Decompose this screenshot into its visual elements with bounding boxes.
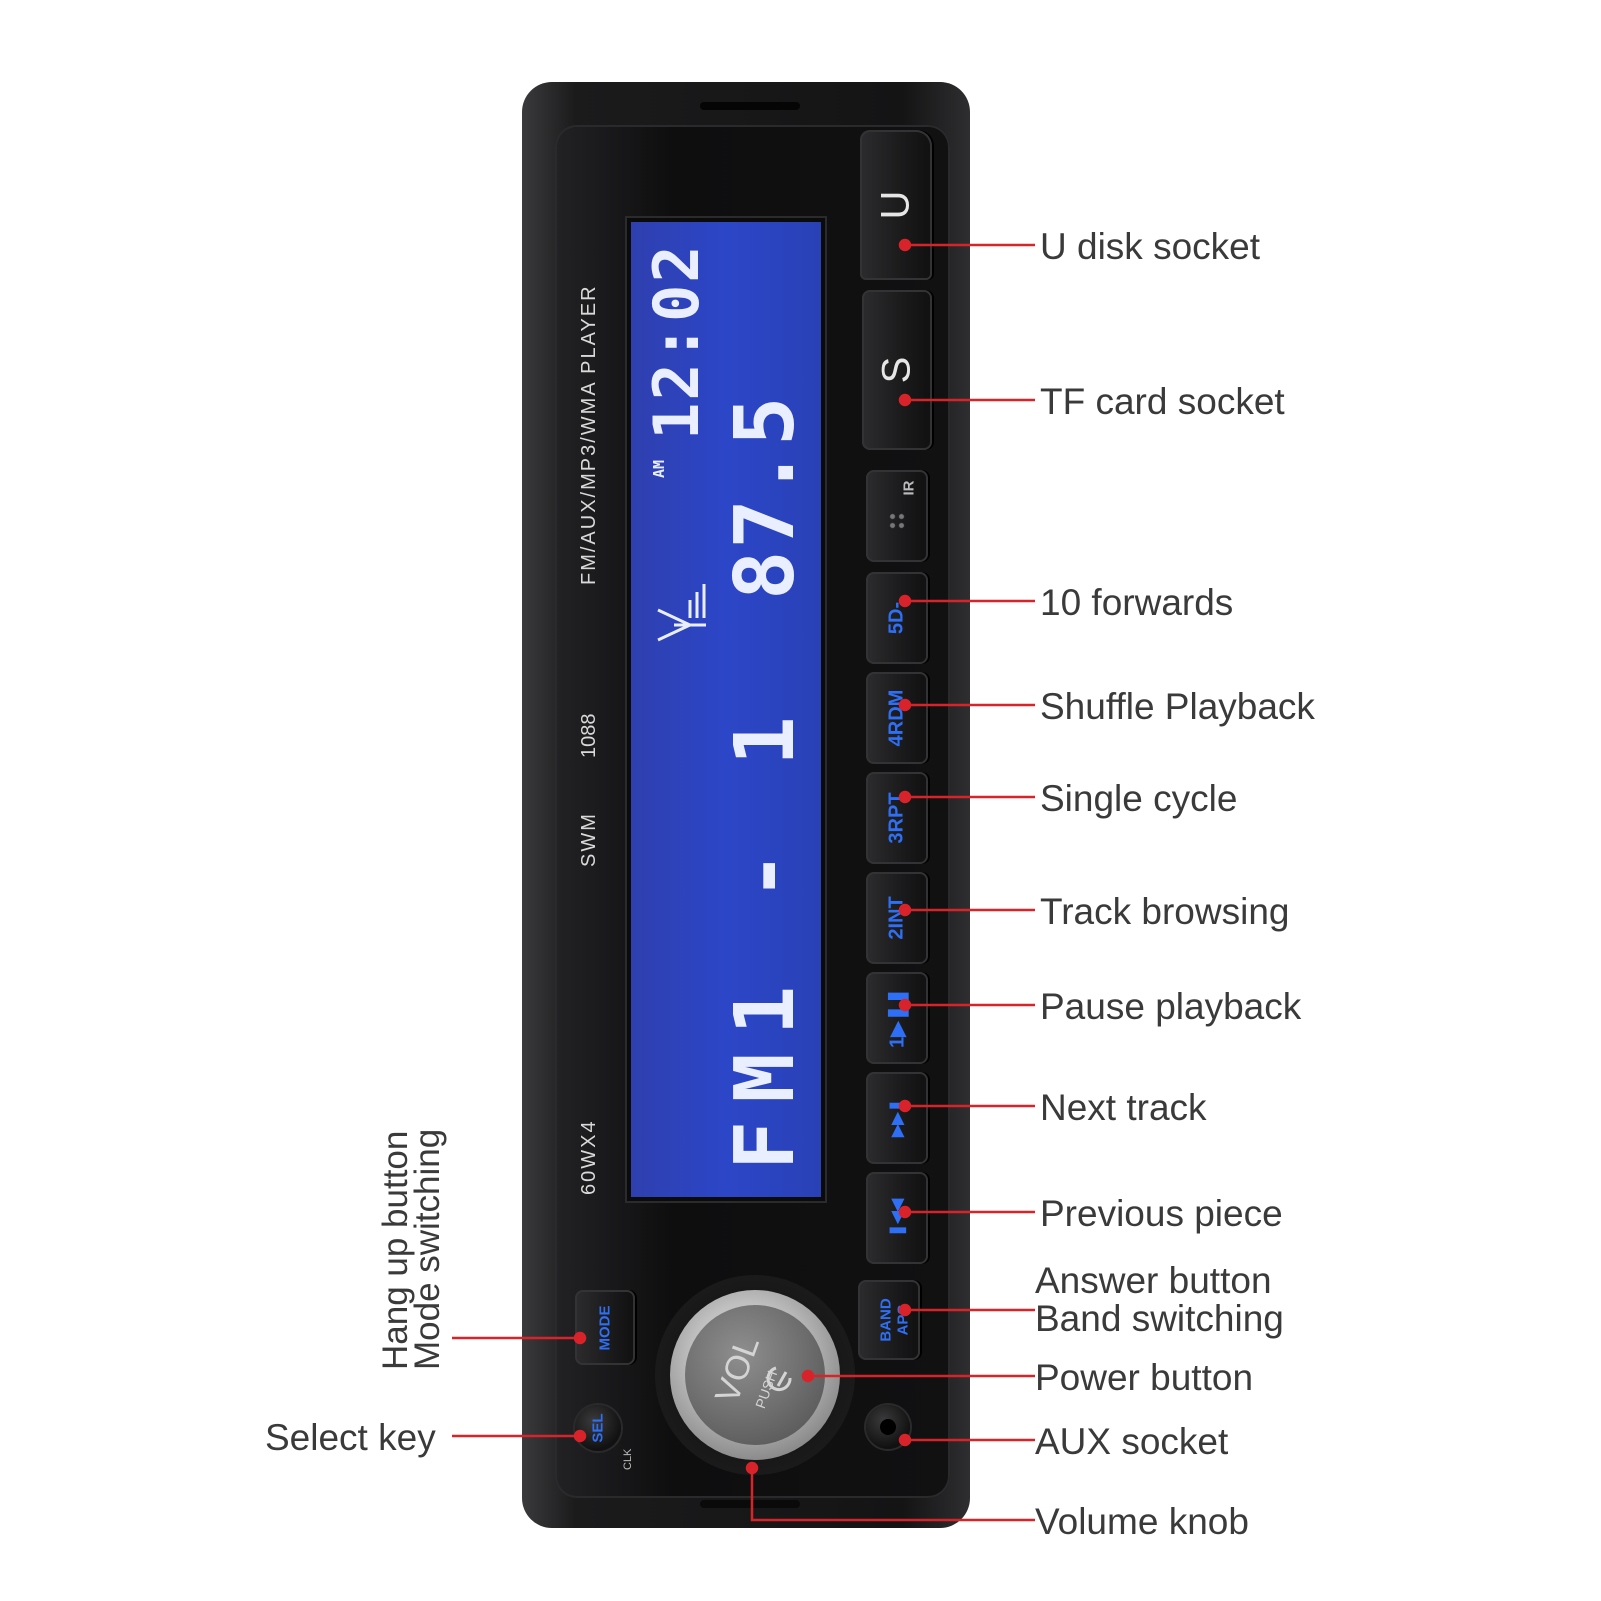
callout-next-track: Next track [1040, 1087, 1207, 1128]
button-5[interactable]: 5D- [866, 572, 928, 664]
bottom-slot [700, 1500, 800, 1508]
callout-mode-switching: Mode switching [408, 1128, 447, 1370]
sd-socket-cover[interactable]: S [862, 290, 932, 450]
band-aps-button[interactable]: BAND APS [858, 1280, 920, 1360]
callout-answer-button: Answer button [1035, 1260, 1272, 1301]
volume-knob-cap[interactable] [685, 1305, 825, 1445]
top-slot [700, 102, 800, 110]
callout-volume-knob: Volume knob [1035, 1501, 1249, 1542]
previous-track-button[interactable]: ❚◀◀ [866, 1172, 928, 1264]
lcd-display [627, 218, 825, 1201]
callout-band-switching: Band switching [1035, 1298, 1284, 1339]
button-2[interactable]: 2INT [866, 872, 928, 964]
callout-10-forwards: 10 forwards [1040, 582, 1234, 623]
callout-u-disk-socket: U disk socket [1040, 226, 1261, 267]
select-button[interactable]: SEL [575, 1405, 621, 1451]
callout-track-browsing: Track browsing [1040, 891, 1290, 932]
callout-shuffle-playback: Shuffle Playback [1040, 686, 1315, 727]
callout-single-cycle: Single cycle [1040, 778, 1238, 819]
callout-tf-card-socket: TF card socket [1040, 381, 1285, 422]
callout-power-button: Power button [1035, 1357, 1254, 1398]
button-4[interactable]: 4RDM [866, 672, 928, 764]
button-1-play-pause[interactable]: 1▶❚❚ [866, 972, 928, 1064]
callout-select-key: Select key [265, 1417, 436, 1458]
callout-previous-piece: Previous piece [1040, 1193, 1283, 1234]
usb-socket-cover[interactable]: U [860, 130, 932, 280]
callout-pause-playback: Pause playback [1040, 986, 1302, 1027]
ir-receiver-icon [888, 512, 906, 530]
next-track-button[interactable]: ▶▶❚ [866, 1072, 928, 1164]
ir-receiver-window: IR [866, 470, 928, 562]
mode-button[interactable]: MODE [575, 1290, 635, 1365]
callout-aux-socket: AUX socket [1035, 1421, 1229, 1462]
aux-jack-icon [880, 1419, 896, 1435]
button-3[interactable]: 3RPT [866, 772, 928, 864]
